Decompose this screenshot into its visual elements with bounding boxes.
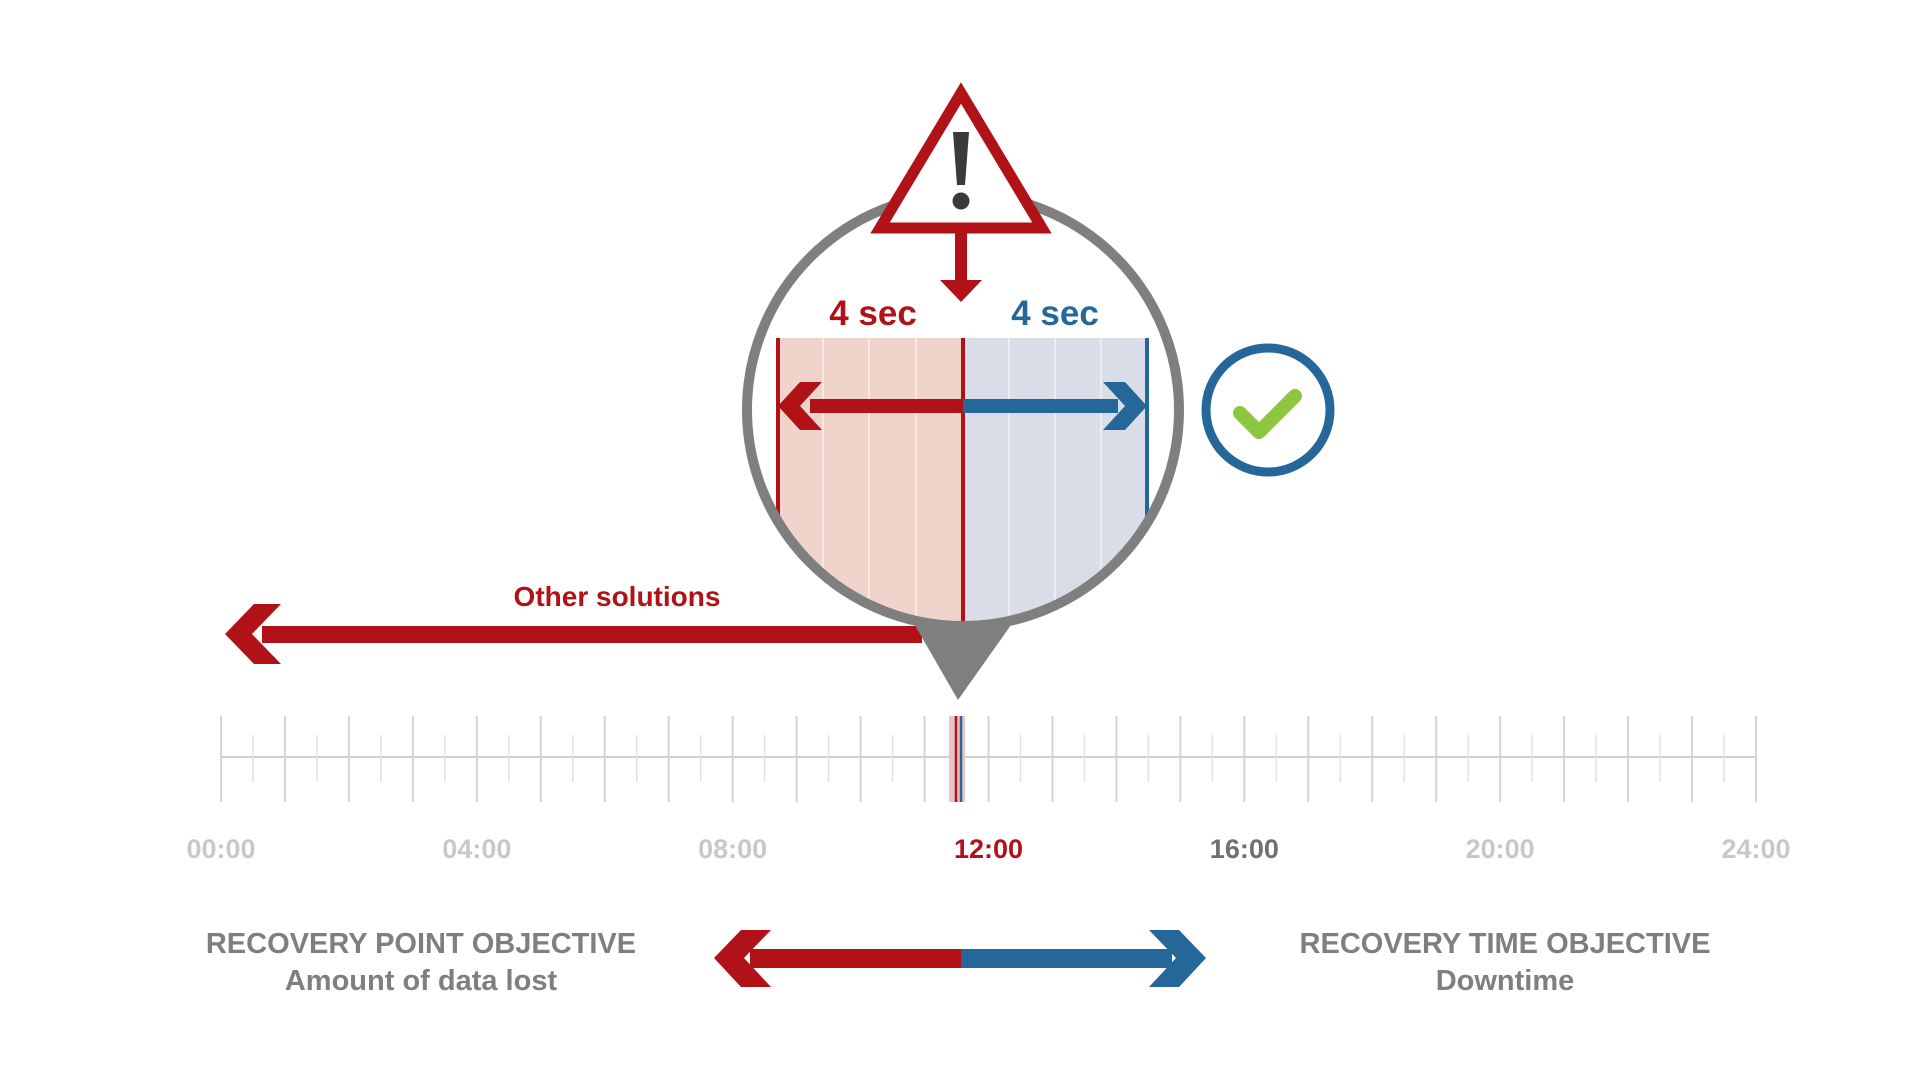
warning-triangle-icon: [870, 82, 1052, 302]
rpo-subtitle: Amount of data lost: [285, 965, 558, 997]
other-solutions-arrow: [225, 604, 922, 664]
rpo-window-value: 4 sec: [829, 294, 917, 333]
check-circle-icon: [1201, 343, 1335, 477]
timeline-tick-labels: 00:00 04:00 08:00 12:00 16:00 20:00 24:00: [186, 834, 1790, 864]
other-solutions-label: Other solutions: [514, 581, 721, 612]
rto-window-value: 4 sec: [1011, 294, 1099, 333]
timeline-ticks: [220, 716, 1757, 802]
timeline: [220, 716, 1757, 802]
timeline-tick-label: 16:00: [1210, 834, 1279, 864]
timeline-tick-label: 00:00: [186, 834, 255, 864]
rto-title: RECOVERY TIME OBJECTIVE: [1300, 928, 1711, 960]
timeline-tick-label: 24:00: [1721, 834, 1790, 864]
timeline-tick-label: 12:00: [954, 834, 1023, 864]
timeline-tick-label: 20:00: [1466, 834, 1535, 864]
timeline-tick-label: 04:00: [442, 834, 511, 864]
rpo-title: RECOVERY POINT OBJECTIVE: [206, 928, 636, 960]
timeline-tick-label: 08:00: [698, 834, 767, 864]
rpo-rto-legend-arrow: [714, 930, 1206, 987]
magnifier-pointer: [905, 608, 1023, 700]
rto-subtitle: Downtime: [1436, 965, 1575, 997]
